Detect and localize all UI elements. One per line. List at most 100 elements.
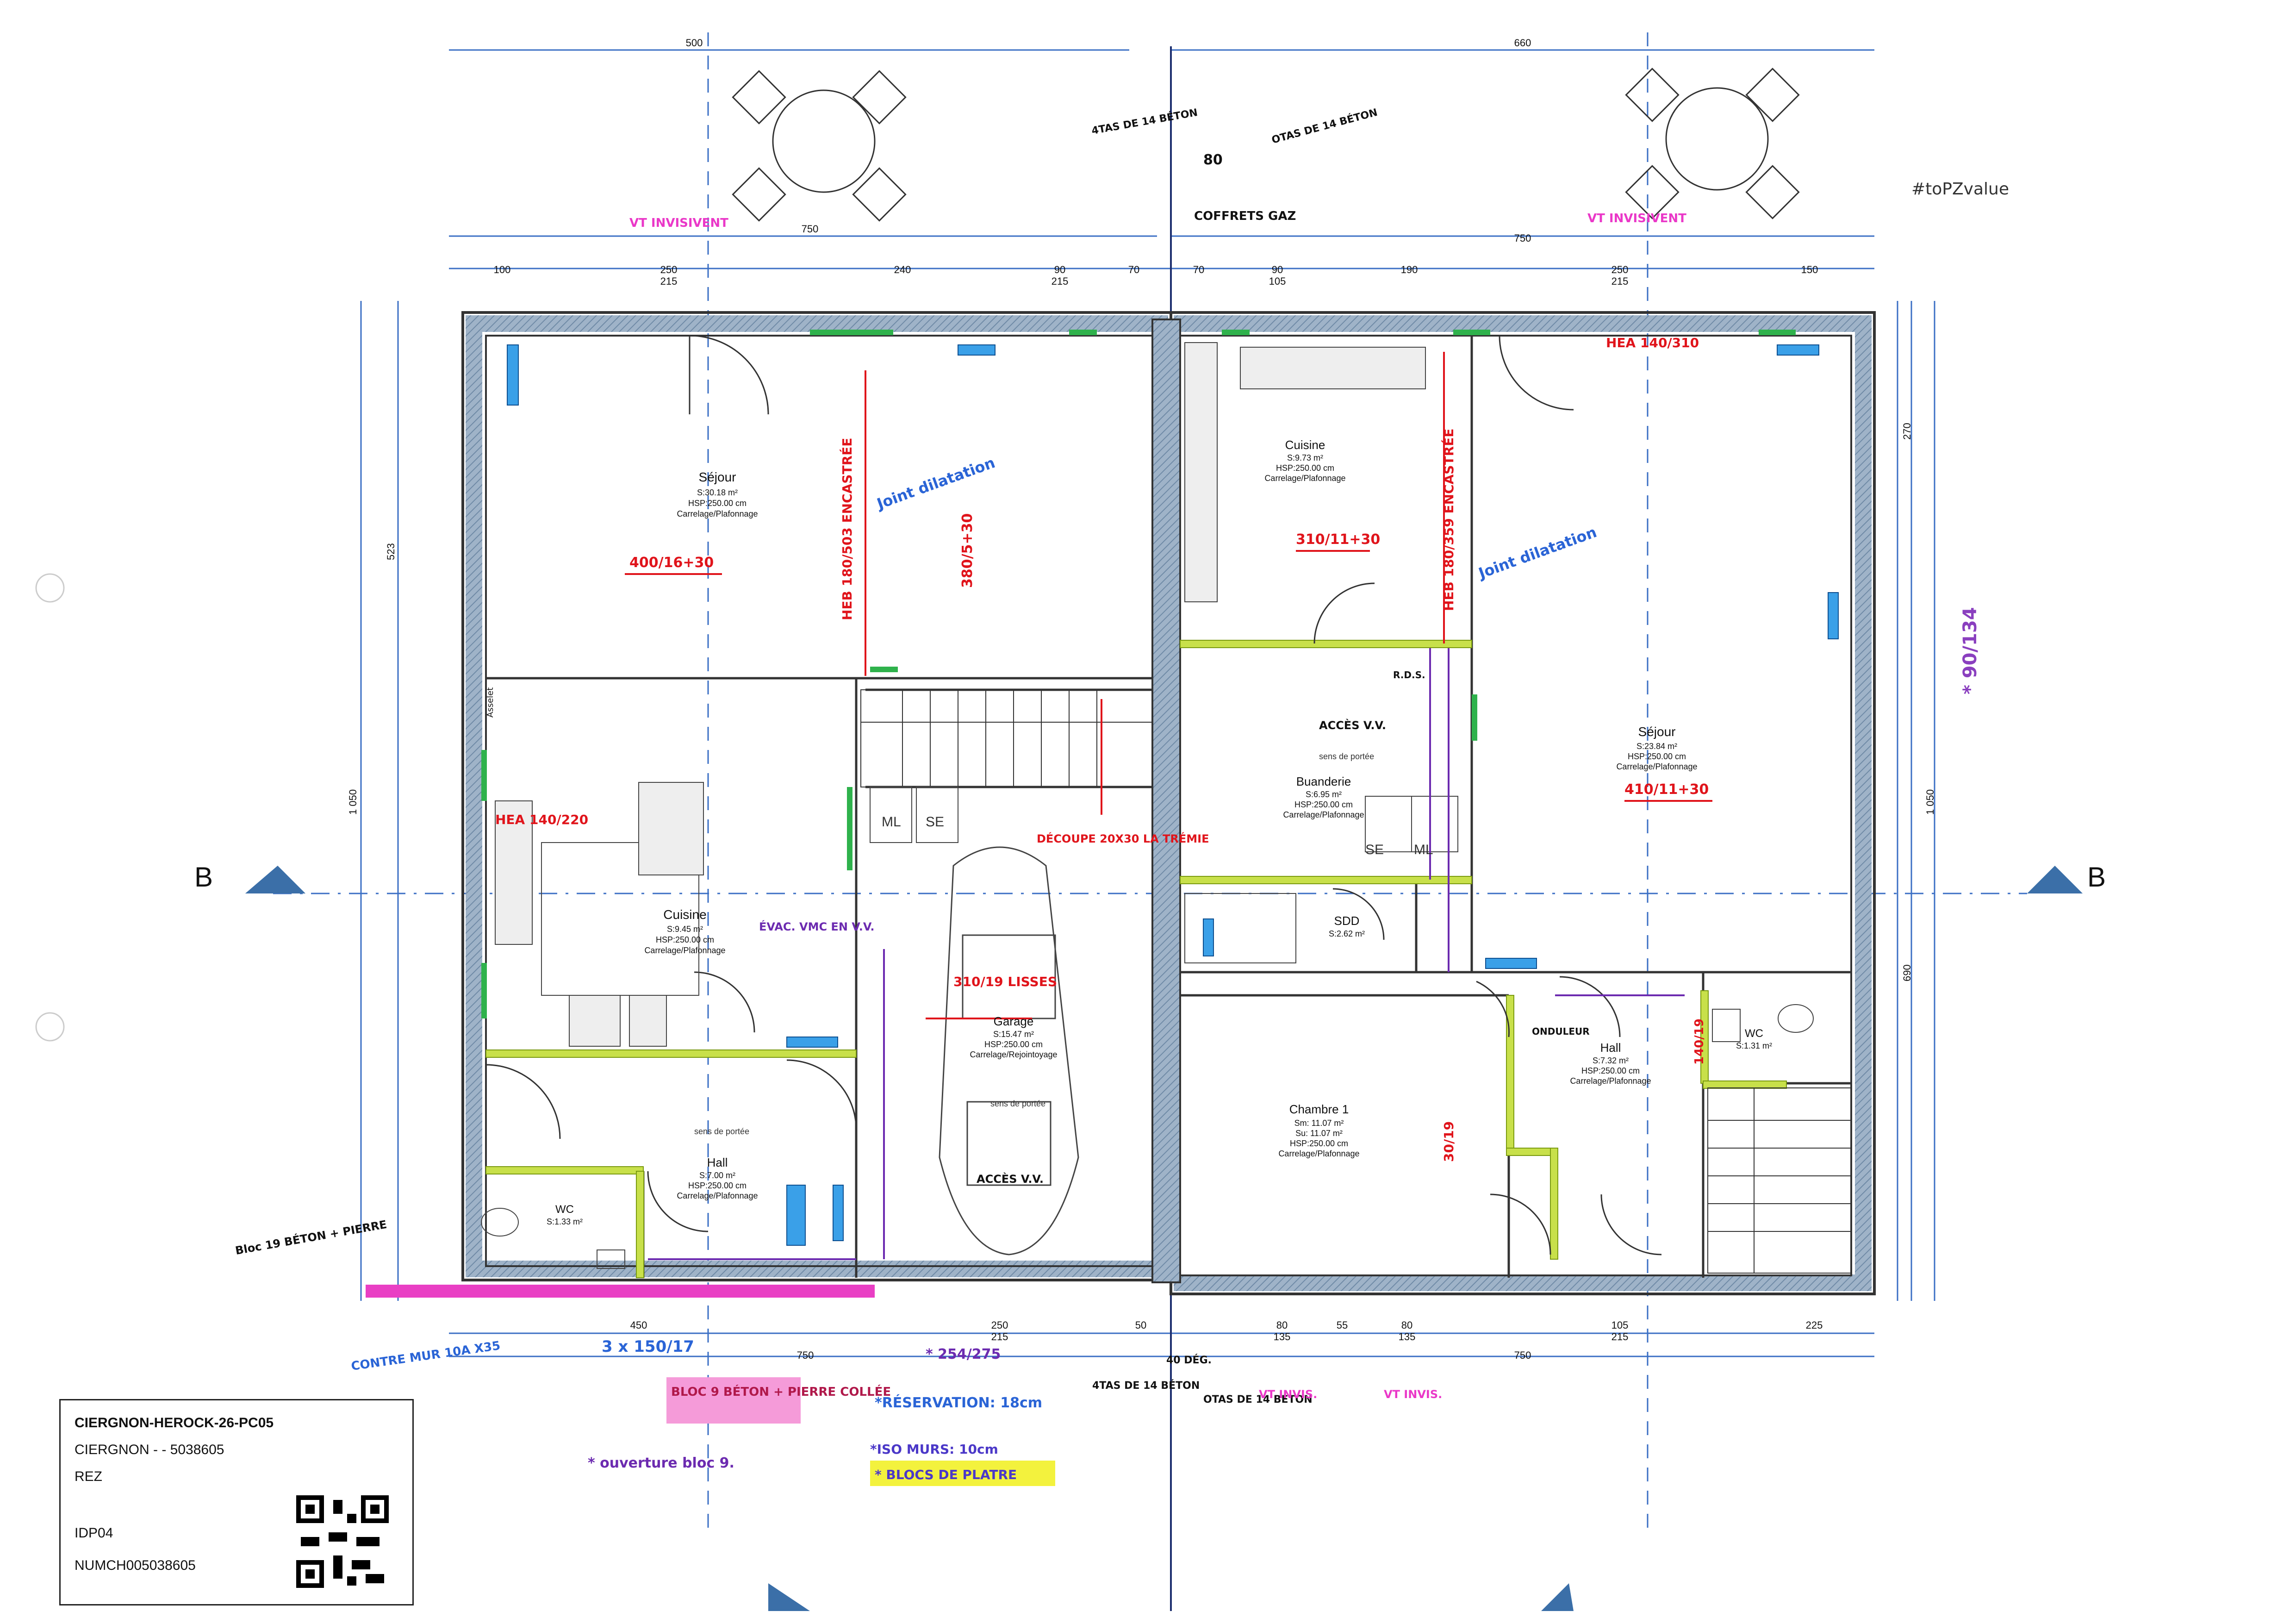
dim-top-chain-7: 70	[1193, 264, 1204, 275]
room-sejour-right-name: Séjour	[1638, 725, 1676, 739]
note-acces-vv-top: ACCÈS V.V.	[1319, 718, 1386, 732]
note-acces-vv-bottom: ACCÈS V.V.	[977, 1172, 1044, 1186]
note-iso-murs: *ISO MURS: 10cm	[870, 1442, 998, 1457]
label-sens-portee-3: sens de portée	[694, 1127, 749, 1136]
dim-bottom-chain-10: 215	[1612, 1331, 1629, 1343]
room-garage-area: S:15.47 m²	[993, 1030, 1034, 1039]
outer-walls	[461, 311, 1876, 1295]
room-cuisine-left-name: Cuisine	[663, 907, 706, 922]
kitchen-fixtures	[495, 342, 1426, 1047]
section-arrow-right	[2027, 866, 2083, 893]
dim-top-left-750: 750	[802, 223, 819, 235]
label-sens-portee-1: sens de portée	[1319, 752, 1374, 761]
dim-top-chain-5: 215	[1052, 275, 1069, 287]
dim-top-chain-8: 90	[1272, 264, 1283, 275]
label-sens-portee-2: sens de portée	[990, 1099, 1045, 1108]
room-cuisine-left-finish: Carrelage/Plafonnage	[644, 946, 725, 955]
note-asselet: Asselet	[485, 687, 495, 718]
room-cuisine-right-area: S:9.73 m²	[1287, 453, 1323, 462]
room-chambre1-hsp: HSP:250.00 cm	[1290, 1139, 1348, 1148]
label-ml-right: ML	[1414, 842, 1433, 857]
punch-hole-top	[35, 573, 65, 603]
note-sejour-left-lintel: 400/16+30	[629, 555, 714, 571]
note-deg: 40 DÉG.	[1166, 1354, 1212, 1366]
section-mark-left: B	[194, 862, 213, 893]
note-pillar: * 90/134	[1960, 607, 1981, 694]
room-sejour-right-area: S:23.84 m²	[1636, 742, 1677, 751]
room-hall-right-name: Hall	[1600, 1041, 1621, 1055]
dim-bottom-chain-6: 55	[1337, 1319, 1348, 1331]
punch-hole-bottom	[35, 1012, 65, 1042]
dim-top-right-750: 750	[1514, 232, 1531, 244]
note-3x150: 3 x 150/17	[602, 1337, 694, 1356]
stairs-left	[860, 689, 1153, 787]
note-bloc9-beton: BLOC 9 BÉTON + PIERRE COLLÉE	[671, 1384, 891, 1399]
note-otas-top: OTAS DE 14 BÉTON	[1270, 106, 1379, 146]
dim-left-523: 523	[385, 543, 397, 560]
room-sejour-right-finish: Carrelage/Plafonnage	[1616, 762, 1697, 771]
doors	[485, 335, 1662, 1255]
room-hall-left-hsp: HSP:250.00 cm	[688, 1181, 747, 1190]
room-chambre1-area: Sm: 11.07 m²	[1294, 1118, 1344, 1128]
title-block-reference: NUMCH005038605	[75, 1558, 196, 1573]
note-garage-lintel-lisses: 310/19 LISSES	[953, 974, 1057, 989]
room-cuisine-left-hsp: HSP:250.00 cm	[656, 935, 714, 944]
room-sejour-left-finish: Carrelage/Plafonnage	[677, 509, 758, 518]
note-hea-right: HEA 140/310	[1606, 335, 1699, 350]
label-se-right: SE	[1365, 842, 1384, 857]
dim-top-chain-12: 215	[1612, 275, 1629, 287]
dim-top-left-total: 500	[686, 37, 703, 49]
room-sejour-right-hsp: HSP:250.00 cm	[1628, 752, 1686, 761]
note-vt-invisivent-left: VT INVISIVENT	[629, 216, 728, 230]
dim-left-1050: 1 050	[347, 789, 359, 815]
note-sejour-right-lintel: 410/11+30	[1624, 781, 1709, 798]
dim-top-chain-13: 150	[1801, 264, 1818, 275]
note-hea-left: HEA 140/220	[495, 812, 588, 827]
dim-bottom-chain-1: 250	[991, 1319, 1008, 1331]
dim-top-chain-11: 250	[1612, 264, 1629, 275]
note-ouverture-bloc: * ouverture bloc 9.	[588, 1455, 734, 1471]
highlight-blocs-platre	[870, 1461, 1055, 1486]
dim-bottom-750-left: 750	[797, 1349, 814, 1361]
room-hall-left-name: Hall	[707, 1156, 728, 1169]
dim-top-chain-4: 90	[1054, 264, 1065, 275]
dim-top-chain-3: 240	[894, 264, 911, 275]
note-beton-80: 80	[1203, 152, 1223, 168]
room-wc-right-name: WC	[1745, 1027, 1763, 1040]
note-vt-invis-1: VT INVIS.	[1259, 1388, 1317, 1401]
title-block-project: CIERGNON-HEROCK-26-PC05	[75, 1415, 274, 1430]
room-sdd-name: SDD	[1334, 914, 1360, 928]
note-hashtag: #toPZvalue	[1911, 180, 2009, 199]
room-sdd-area: S:2.62 m²	[1329, 929, 1365, 938]
dim-top-chain-0: 100	[494, 264, 511, 275]
room-buanderie-hsp: HSP:250.00 cm	[1294, 800, 1353, 809]
room-chambre1-finish: Carrelage/Plafonnage	[1278, 1149, 1359, 1158]
note-decoupe: DÉCOUPE 20X30 LA TRÉMIE	[1037, 832, 1209, 845]
note-wc-lintel: 140/19	[1692, 1018, 1706, 1065]
dim-bottom-chain-9: 105	[1612, 1319, 1629, 1331]
note-vt-invisivent-right: VT INVISIVENT	[1587, 212, 1686, 225]
room-garage-name: Garage	[994, 1014, 1034, 1028]
room-hall-left-area: S:7.00 m²	[699, 1171, 735, 1180]
plaster-block-walls	[485, 640, 1787, 1278]
note-otas-bottom: OTAS DE 14 BÉTON	[1203, 1393, 1313, 1405]
insulation-strips	[481, 330, 1796, 1018]
room-garage-hsp: HSP:250.00 cm	[984, 1040, 1043, 1049]
terrace-table-right	[1625, 68, 1800, 219]
room-hall-right-finish: Carrelage/Plafonnage	[1570, 1076, 1651, 1086]
note-garage-lintel: 380/5+30	[959, 513, 976, 588]
dim-top-chain-6: 70	[1128, 264, 1139, 275]
room-hall-left-finish: Carrelage/Plafonnage	[677, 1191, 758, 1200]
room-wc-right-area: S:1.31 m²	[1736, 1041, 1772, 1050]
note-coffrets-gaz: COFFRETS GAZ	[1194, 209, 1296, 223]
dim-bottom-750-right: 750	[1514, 1349, 1531, 1361]
label-ml-left: ML	[882, 814, 901, 830]
room-chambre1-name: Chambre 1	[1289, 1102, 1349, 1116]
dim-top-chain-10: 190	[1401, 264, 1418, 275]
sanitary-fixtures	[481, 787, 1814, 1269]
section-mark-right: B	[2087, 862, 2106, 893]
note-joint-left: Joint dilatation	[874, 454, 997, 513]
dim-bottom-chain-7: 80	[1401, 1319, 1412, 1331]
dim-bottom-chain-0: 450	[630, 1319, 647, 1331]
electrical-lines	[648, 648, 1685, 1260]
